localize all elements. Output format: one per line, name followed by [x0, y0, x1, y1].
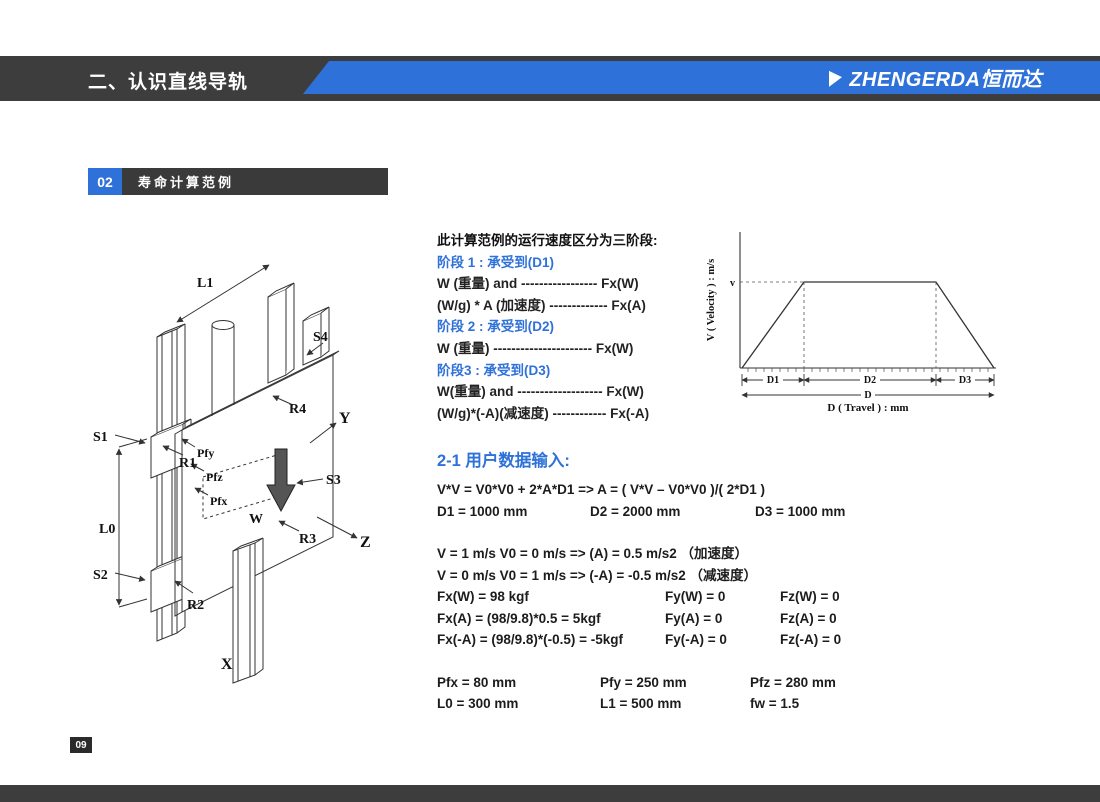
segment-d2-label: D2 [864, 375, 876, 386]
label-R1: R1 [179, 456, 196, 471]
label-Pfx: Pfx [210, 494, 227, 508]
phase-2-title: 阶段 2 : 承受到(D2) [437, 319, 555, 335]
phase-2-line-1: W (重量) ---------------------- Fx(W) [437, 340, 634, 356]
spacer [437, 522, 882, 543]
spacer [437, 651, 882, 672]
velocity-row-2: V = 0 m/s V0 = 1 m/s => (-A) = -0.5 m/s2… [437, 567, 758, 583]
fza-value: Fz(A) = 0 [780, 610, 837, 626]
label-L0: L0 [99, 522, 115, 537]
brand-logo-icon [829, 68, 843, 87]
chart-y-axis-label: V ( Velocity ) : m/s [706, 259, 717, 341]
label-R4: R4 [289, 402, 306, 417]
l0-value: L0 = 300 mm [437, 696, 519, 711]
phase-1-line-2: (W/g) * A (加速度) ------------- Fx(A) [437, 297, 646, 313]
pfy-value: Pfy = 250 mm [600, 674, 687, 690]
page-title: 二、认识直线导轨 [88, 72, 249, 93]
chart-ticks [747, 368, 989, 372]
page-number-badge: 09 [70, 737, 92, 753]
l1-value: L1 = 500 mm [600, 696, 682, 711]
chart-guides [740, 281, 937, 368]
force-row-w: Fx(W) = 98 kgf Fy(W) = 0 Fz(W) = 0 [437, 586, 882, 608]
label-Y: Y [339, 410, 351, 427]
d1-value: D1 = 1000 mm [437, 503, 528, 519]
d2-value: D2 = 2000 mm [590, 503, 681, 519]
force-row-neg-a: Fx(-A) = (98/9.8)*(-0.5) = -5kgf Fy(-A) … [437, 629, 882, 651]
section-title-badge: 寿命计算范例 [122, 168, 388, 195]
fya-value: Fy(A) = 0 [665, 610, 723, 626]
brand-logo-text: ZHENGERDA恒而达 [849, 69, 1042, 91]
label-Pfy: Pfy [197, 446, 214, 460]
formula-line: V*V = V0*V0 + 2*A*D1 => A = ( V*V – V0*V… [437, 482, 766, 497]
peak-v-label: v [730, 278, 735, 289]
label-S2: S2 [93, 568, 108, 583]
label-Pfz: Pfz [206, 470, 223, 484]
label-S1: S1 [93, 430, 108, 445]
segment-d1-label: D1 [767, 375, 779, 386]
fxna-value: Fx(-A) = (98/9.8)*(-0.5) = -5kgf [437, 632, 624, 647]
fyna-value: Fy(-A) = 0 [665, 632, 727, 647]
diagram-labels: L1 S4 R4 Y S1 R1 Pfy Pfz Pfx W S3 Z R3 L… [93, 276, 371, 673]
label-L1: L1 [197, 276, 213, 291]
phase-1-line-1: W (重量) and ----------------- Fx(W) [437, 276, 639, 292]
header-blue-band: ZHENGERDA恒而达 [303, 61, 1100, 94]
force-row-a: Fx(A) = (98/9.8)*0.5 = 5kgf Fy(A) = 0 Fz… [437, 608, 882, 630]
segment-dtotal-label: D [864, 390, 871, 401]
label-Z: Z [360, 534, 371, 551]
diagram-geometry [150, 282, 340, 684]
footer-bar [0, 785, 1100, 802]
fxw-value: Fx(W) = 98 kgf [437, 589, 529, 604]
fxa-value: Fx(A) = (98/9.8)*0.5 = 5kgf [437, 610, 601, 626]
velocity-row-1: V = 1 m/s V0 = 0 m/s => (A) = 0.5 m/s2 （… [437, 546, 749, 561]
label-S4: S4 [313, 330, 328, 345]
user-input-block: V*V = V0*V0 + 2*A*D1 => A = ( V*V – V0*V… [437, 479, 882, 715]
fw-value: fw = 1.5 [750, 696, 800, 711]
load-w-arrow [266, 448, 296, 513]
fyw-value: Fy(W) = 0 [665, 589, 726, 604]
pfz-value: Pfz = 280 mm [750, 674, 836, 690]
segment-d3-label: D3 [959, 375, 971, 386]
length-row: L0 = 300 mm L1 = 500 mm fw = 1.5 [437, 693, 882, 715]
d3-value: D3 = 1000 mm [755, 503, 846, 519]
label-R2: R2 [187, 598, 204, 613]
section-number-badge: 02 [88, 168, 122, 195]
segment-labels: D1 D2 D3 D [767, 375, 971, 401]
chart-axes [739, 232, 996, 369]
chart-x-axis-label: D ( Travel ) : mm [827, 402, 908, 414]
phase-3-line-1: W(重量) and ------------------- Fx(W) [437, 384, 644, 400]
phase-description: 此计算范例的运行速度区分为三阶段: 阶段 1 : 承受到(D1) W (重量) … [437, 230, 705, 424]
pfx-value: Pfx = 80 mm [437, 674, 517, 690]
fzw-value: Fz(W) = 0 [780, 589, 840, 604]
phase-1-title: 阶段 1 : 承受到(D1) [437, 254, 555, 270]
phase-intro: 此计算范例的运行速度区分为三阶段: [437, 233, 658, 248]
velocity-profile-chart: v D1 D2 D3 D D ( Travel ) : mm V ( Veloc… [706, 232, 996, 414]
offset-row: Pfx = 80 mm Pfy = 250 mm Pfz = 280 mm [437, 672, 882, 694]
guide-rail-diagram: L1 S4 R4 Y S1 R1 Pfy Pfz Pfx W S3 Z R3 L… [93, 264, 371, 684]
phase-3-title: 阶段3 : 承受到(D3) [437, 362, 551, 378]
segment-label-backers [763, 374, 975, 400]
user-input-heading: 2-1 用户数据输入: [437, 452, 570, 470]
label-W: W [249, 512, 263, 527]
distance-row: D1 = 1000 mm D2 = 2000 mm D3 = 1000 mm [437, 501, 882, 523]
diagram-dimension-arrows [114, 264, 358, 608]
velocity-curve [741, 281, 995, 369]
phase-3-line-2: (W/g)*(-A)(减速度) ------------ Fx(-A) [437, 405, 650, 421]
brand-logo: ZHENGERDA恒而达 [829, 63, 1042, 92]
fzna-value: Fz(-A) = 0 [780, 632, 842, 647]
label-R3: R3 [299, 532, 316, 547]
label-X: X [221, 656, 233, 673]
label-S3: S3 [326, 473, 341, 488]
